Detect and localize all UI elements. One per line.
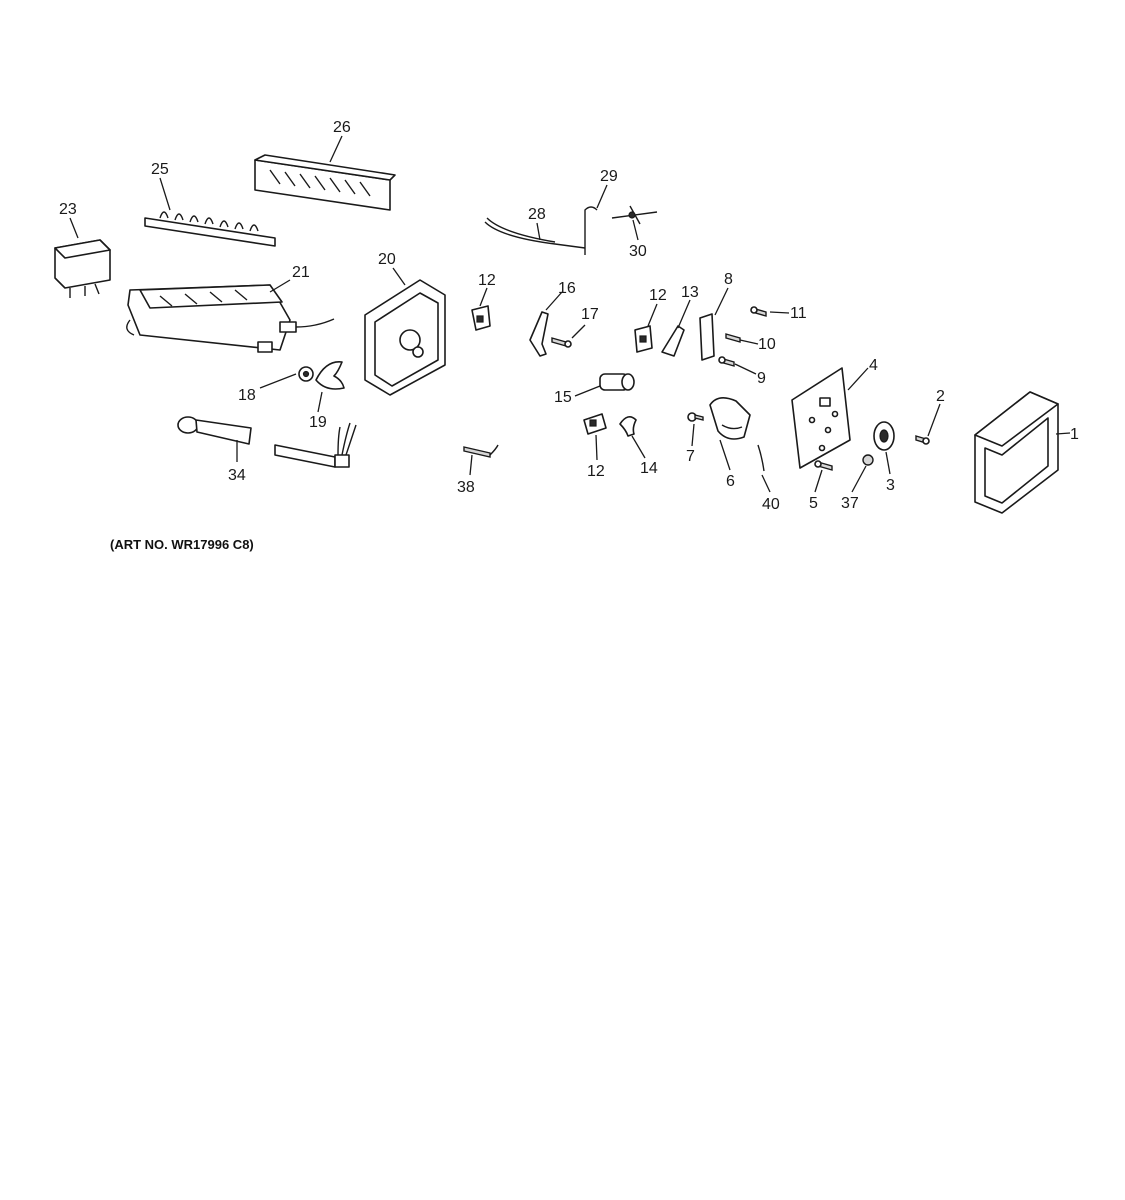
callout-34: 34 — [228, 467, 246, 484]
part-5-drawing — [814, 460, 833, 471]
part-12a-drawing — [471, 305, 491, 331]
part-34-drawing — [177, 416, 252, 445]
callout-3: 3 — [886, 477, 895, 494]
part-16-drawing — [298, 366, 314, 382]
callout-12-middle: 12 — [649, 287, 667, 304]
callout-9: 9 — [757, 370, 766, 387]
part-38-drawing — [463, 444, 499, 458]
part-8-drawing — [699, 313, 715, 361]
part-14-drawing — [619, 416, 637, 437]
callout-21: 21 — [292, 264, 310, 281]
callout-12-upper: 12 — [478, 272, 496, 289]
callout-2: 2 — [936, 388, 945, 405]
callout-23: 23 — [59, 201, 77, 218]
callout-12-lower: 12 — [587, 463, 605, 480]
callout-18: 16 — [558, 280, 576, 297]
art-number-caption: (ART NO. WR17996 C8) — [110, 537, 254, 552]
callout-26: 26 — [333, 119, 351, 136]
callout-13: 13 — [681, 284, 699, 301]
callout-25: 25 — [151, 161, 169, 178]
part-10-drawing — [725, 333, 741, 343]
part-37-drawing — [862, 454, 874, 466]
part-12c-drawing — [583, 413, 607, 435]
part-4-drawing — [791, 367, 851, 469]
part-23-drawing — [54, 239, 111, 298]
callouts: 26 25 23 21 20 12 18 19 34 28 29 30 16 1… — [59, 119, 1079, 513]
callout-30: 30 — [629, 243, 647, 260]
part-9-drawing — [718, 356, 735, 367]
part-6-drawing — [709, 397, 751, 440]
wire-harness-drawing — [274, 422, 357, 468]
callout-8: 8 — [724, 271, 733, 288]
part-20-drawing — [364, 279, 446, 396]
part-2-drawing — [915, 435, 930, 445]
callout-19: 17 — [581, 306, 599, 323]
callout-37: 37 — [841, 495, 859, 512]
part-26-drawing — [254, 154, 396, 211]
part-40-drawing — [757, 444, 765, 472]
part-1-drawing — [974, 391, 1059, 514]
callout-1: 1 — [1070, 426, 1079, 443]
callout-4: 4 — [869, 357, 878, 374]
callout-11: 11 — [790, 305, 807, 322]
callout-38: 38 — [457, 479, 475, 496]
part-28-drawing — [484, 217, 586, 249]
callout-14: 14 — [640, 460, 658, 477]
callout-15: 15 — [554, 389, 572, 406]
part-25-drawing — [144, 211, 276, 247]
part-12b-drawing — [634, 325, 653, 353]
callout-40: 40 — [762, 496, 780, 513]
part-19-drawing — [551, 337, 572, 348]
part-11-drawing — [750, 306, 767, 317]
callout-10: 10 — [758, 336, 776, 353]
part-13-drawing — [661, 325, 685, 357]
callout-29: 29 — [600, 168, 618, 185]
part-7-drawing — [687, 412, 704, 422]
leader-lines — [69, 135, 1071, 493]
callout-28: 28 — [528, 206, 546, 223]
callout-7: 7 — [686, 448, 695, 465]
part-29-drawing — [584, 206, 598, 255]
callout-6: 6 — [726, 473, 735, 490]
callout-16: 18 — [238, 387, 256, 404]
part-3-drawing — [873, 421, 895, 451]
part-30-drawing — [611, 205, 658, 225]
part-15-drawing — [599, 373, 635, 391]
callout-5: 5 — [809, 495, 818, 512]
callout-20: 20 — [378, 251, 396, 268]
callout-17: 19 — [309, 414, 327, 431]
part-18-drawing — [529, 311, 549, 357]
part-21-drawing — [126, 284, 335, 353]
part-17-drawing — [315, 361, 345, 390]
